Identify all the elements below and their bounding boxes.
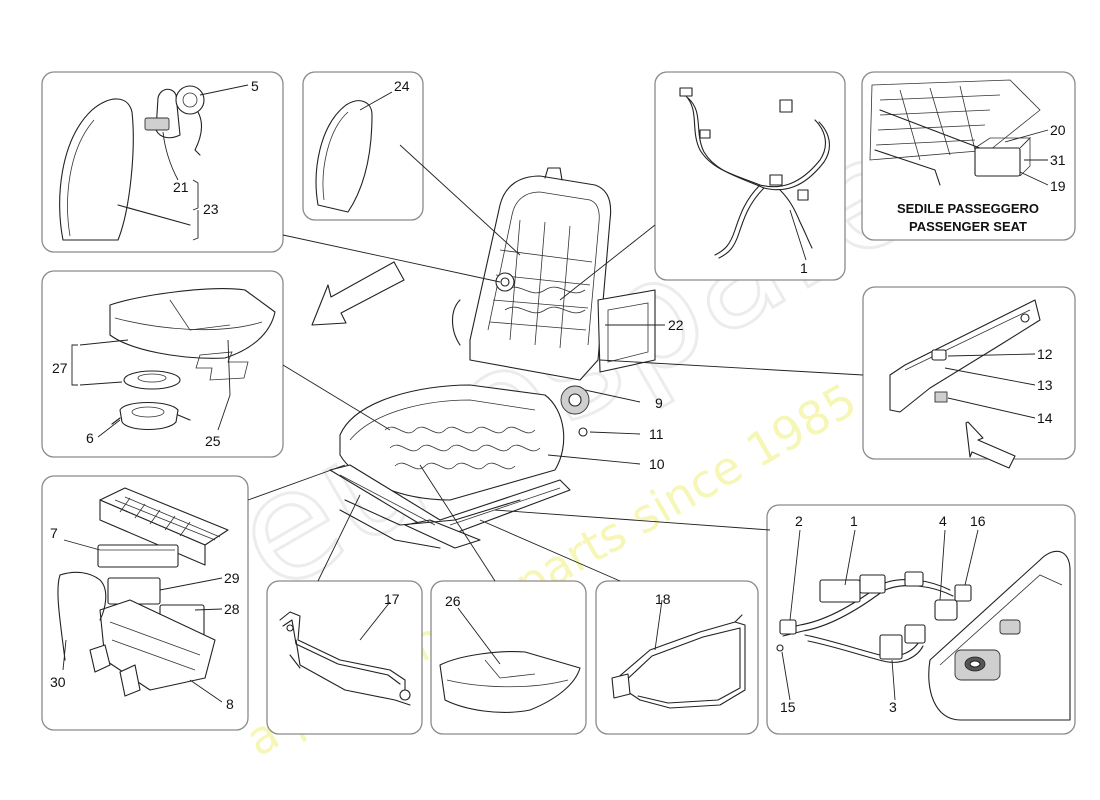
callout-14: 14 (1037, 410, 1053, 426)
callout-31: 31 (1050, 152, 1066, 168)
front-direction-arrow-icon (311, 261, 405, 326)
callout-23: 23 (203, 201, 219, 217)
callout-16: 16 (970, 513, 986, 529)
callout-25: 25 (205, 433, 221, 449)
side-bracket-illustration: 12 13 14 (889, 299, 1053, 469)
frame-17-illustration: 17 (279, 591, 411, 706)
seat-assembly-illustration (329, 167, 656, 549)
wiring-harness-illustration: 1 (679, 87, 830, 276)
callout-1-switch: 1 (850, 513, 858, 529)
callout-17: 17 (384, 591, 400, 607)
passenger-seat-illustration: 20 31 19 SEDILE PASSEGGERO PASSENGER SEA… (869, 79, 1066, 234)
panel-wire-18 (595, 580, 759, 735)
callout-21: 21 (173, 179, 189, 195)
control-unit-illustration: 7 29 28 30 8 (50, 487, 240, 712)
callout-26: 26 (445, 593, 461, 609)
callout-3: 3 (889, 699, 897, 715)
panel-frame-17 (266, 580, 423, 735)
callout-22: 22 (668, 317, 684, 333)
callout-11: 11 (649, 426, 664, 442)
callout-13: 13 (1037, 377, 1053, 393)
callout-19: 19 (1050, 178, 1066, 194)
caption-sedile-passeggero: SEDILE PASSEGGERO (897, 201, 1039, 216)
callout-9: 9 (655, 395, 663, 411)
headrest-illustration: 5 21 23 (59, 78, 259, 241)
callout-1-harness: 1 (800, 260, 808, 276)
callout-2: 2 (795, 513, 803, 529)
callout-5: 5 (251, 78, 259, 94)
cushion-illustration: 27 6 25 (52, 288, 276, 449)
callout-30: 30 (50, 674, 66, 690)
panel-wiring-harness (654, 71, 846, 281)
switches-illustration: 2 1 4 16 15 3 (776, 513, 1071, 721)
callout-18: 18 (655, 591, 671, 607)
panel-passenger-seat (861, 71, 1076, 241)
caption-passenger-seat: PASSENGER SEAT (909, 219, 1027, 234)
callout-27: 27 (52, 360, 68, 376)
callout-20: 20 (1050, 122, 1066, 138)
backrest-panel-illustration: 24 (315, 78, 410, 213)
callout-28: 28 (224, 601, 240, 617)
callout-10: 10 (649, 456, 665, 472)
callout-12: 12 (1037, 346, 1053, 362)
callout-7: 7 (50, 525, 58, 541)
cushion-26-illustration: 26 (439, 593, 581, 713)
insertion-direction-arrow-icon (965, 421, 1016, 469)
wire-18-illustration: 18 (611, 591, 746, 709)
callout-4: 4 (939, 513, 947, 529)
panel-leader-lines (247, 144, 864, 582)
callout-29: 29 (224, 570, 240, 586)
callout-15: 15 (780, 699, 796, 715)
callout-6: 6 (86, 430, 94, 446)
callout-24: 24 (394, 78, 410, 94)
callout-8: 8 (226, 696, 234, 712)
